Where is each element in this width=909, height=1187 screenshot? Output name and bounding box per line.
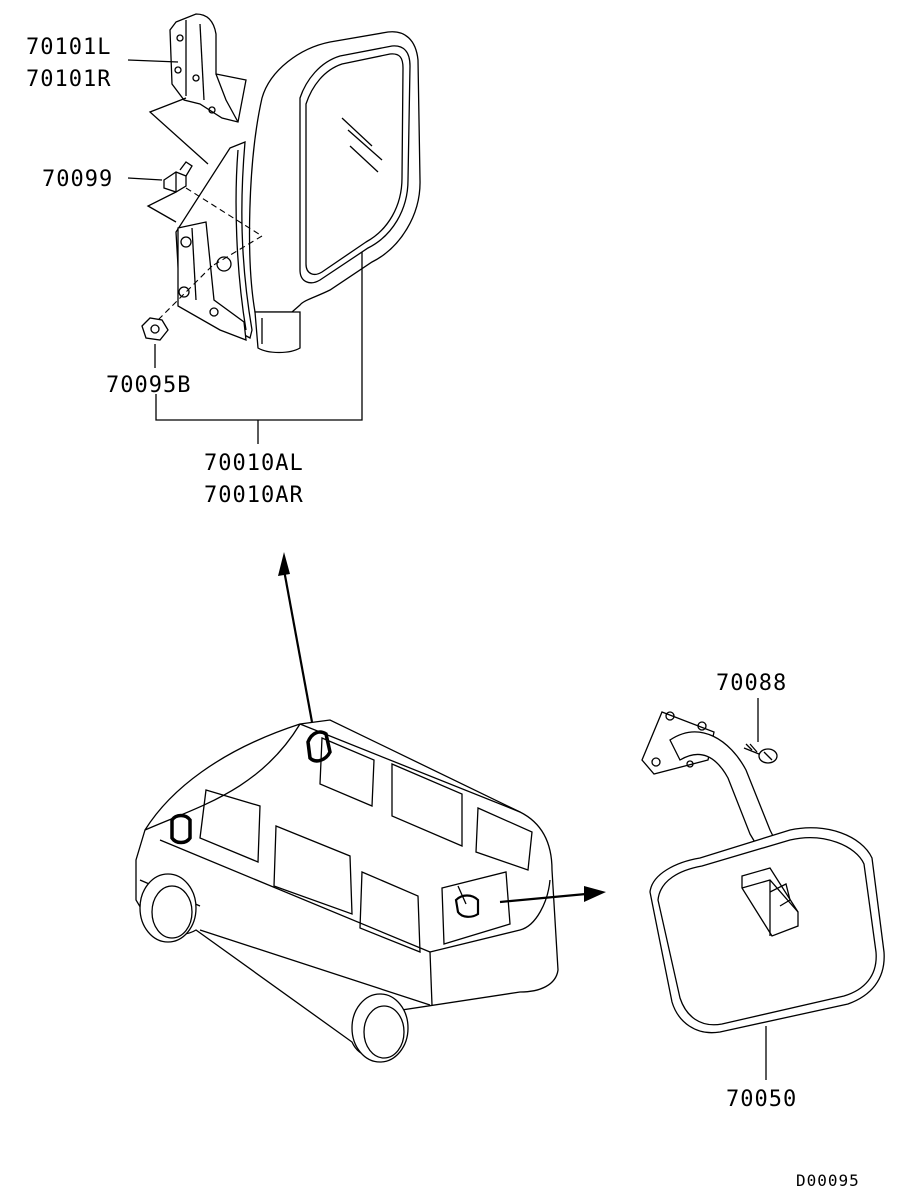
label-bracket-r: 70101R [26, 67, 111, 92]
label-mirror-r: 70010AR [204, 483, 304, 508]
label-mirror-l: 70010AL [204, 451, 304, 476]
reference-code: D00095 [796, 1171, 860, 1187]
tapping-screw [743, 698, 778, 764]
label-rear-mirror: 70050 [726, 1087, 797, 1112]
mirror-bracket [127, 13, 247, 165]
van-body [135, 719, 559, 1063]
label-bracket-l: 70101L [26, 35, 111, 60]
label-screw: 70099 [42, 167, 113, 192]
arrow-up [278, 552, 314, 723]
bolt [127, 161, 193, 223]
nut [141, 317, 169, 368]
label-nut: 70095B [106, 373, 191, 398]
arrow-right [499, 886, 606, 904]
rear-under-mirror [641, 711, 885, 1034]
mirror-leader [155, 252, 363, 421]
door-mirror-assembly [155, 31, 421, 354]
label-rear-screw: 70088 [716, 671, 787, 696]
